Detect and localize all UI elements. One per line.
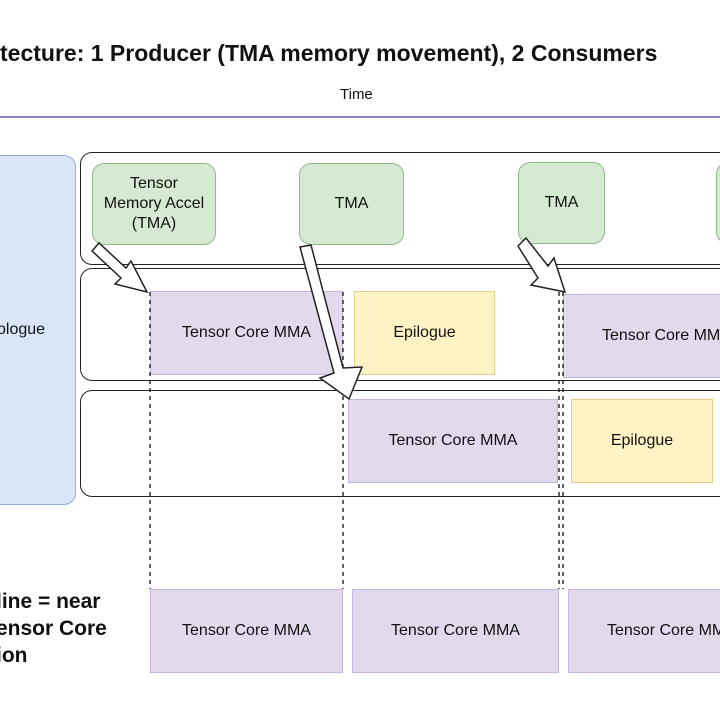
note-line: ensor Core xyxy=(0,617,107,640)
mma-block-label: Tensor Core MMA xyxy=(391,622,520,639)
tma-block: TMA xyxy=(518,162,605,244)
arrow-icon xyxy=(299,244,364,401)
tma-block: TMA xyxy=(299,163,404,245)
tma-block-label: Tensor Memory Accel (TMA) xyxy=(103,175,205,232)
mma-block: Tensor Core MMA xyxy=(150,291,343,375)
epilogue-block-label: Epilogue xyxy=(610,432,674,449)
mma-block: Tensor Core MMA xyxy=(563,294,720,378)
tma-block-label: TMA xyxy=(334,195,369,212)
epilogue-block: Epilogue xyxy=(571,399,713,483)
tma-block: Tensor Memory Accel (TMA) xyxy=(92,163,216,245)
arrow-icon xyxy=(517,236,567,293)
epilogue-block-label: Epilogue xyxy=(393,324,456,341)
summary-mma-block: Tensor Core MMA xyxy=(352,589,559,673)
diagram-title: tecture: 1 Producer (TMA memory movement… xyxy=(0,40,658,66)
mma-block-label: Tensor Core MMA xyxy=(607,622,720,639)
consumer-lane-1 xyxy=(80,268,720,381)
summary-mma-block: Tensor Core MMA xyxy=(150,589,343,673)
producer-lane xyxy=(80,152,720,265)
mma-block: Tensor Core MMA xyxy=(348,399,558,483)
time-axis-line xyxy=(0,116,720,118)
mma-block-label: Tensor Core MMA xyxy=(602,327,720,344)
summary-mma-block: Tensor Core MMA xyxy=(568,589,720,673)
mma-block-label: Tensor Core MMA xyxy=(388,432,518,449)
prologue-block: Prologue xyxy=(0,155,76,505)
note-text: line = near ensor Core ion xyxy=(0,588,107,669)
tma-block-label: TMA xyxy=(544,194,579,211)
time-axis-label: Time xyxy=(340,86,373,103)
epilogue-block: Epilogue xyxy=(354,291,495,375)
note-line: ion xyxy=(0,644,28,667)
arrow-icon xyxy=(90,241,149,294)
prologue-label: Prologue xyxy=(0,321,46,338)
mma-block-label: Tensor Core MMA xyxy=(182,622,311,639)
consumer-lane-2 xyxy=(80,390,720,497)
note-line: line = near xyxy=(0,590,101,613)
mma-block-label: Tensor Core MMA xyxy=(182,324,311,341)
